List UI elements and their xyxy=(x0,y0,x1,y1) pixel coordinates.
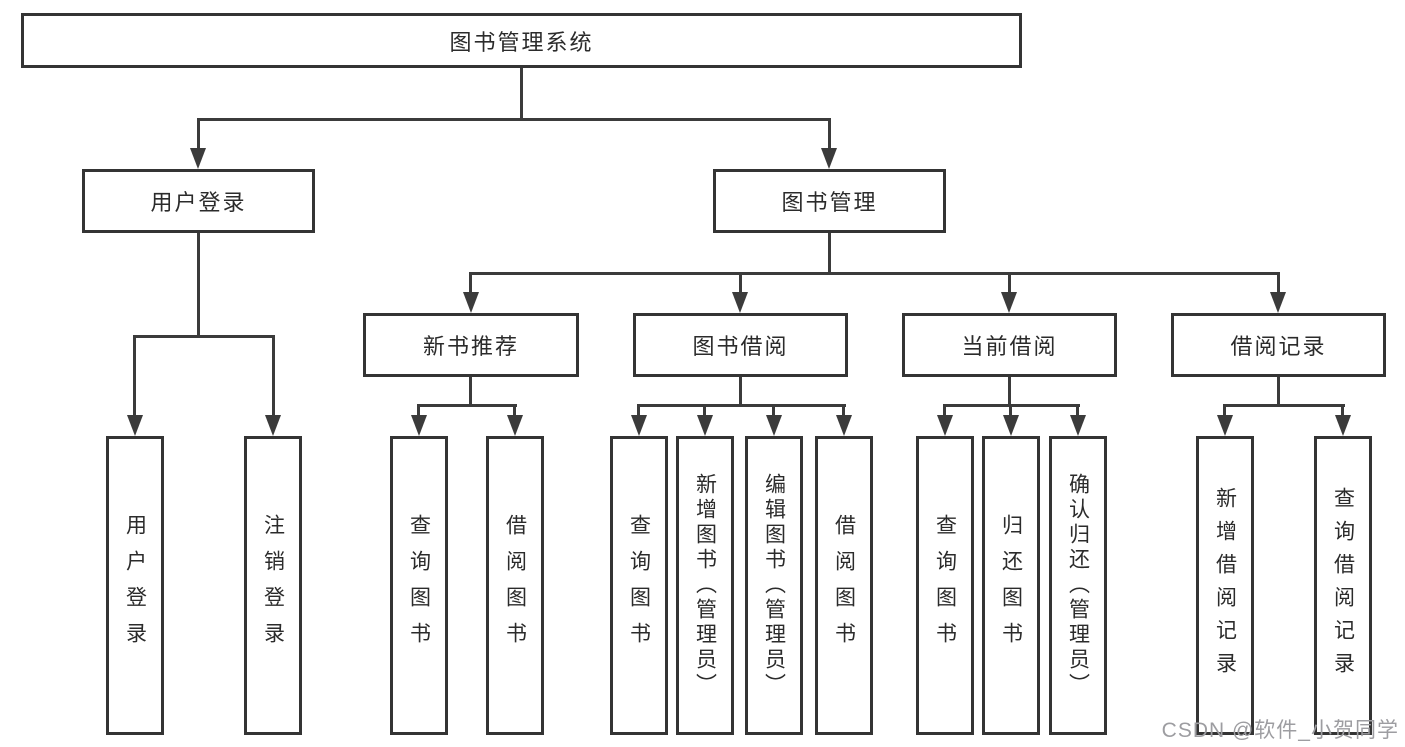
leaf-add-book-admin-label: 新增图书（管理员） xyxy=(693,473,717,698)
connector-drop-book-management xyxy=(828,118,831,151)
leaf-add-book-admin: 新增图书（管理员） xyxy=(676,436,734,735)
arrow-down-icon xyxy=(1070,415,1086,436)
connector-drop-leaf-user-login xyxy=(133,335,136,417)
connector-g4-drop1 xyxy=(1223,404,1226,418)
connector-user-login-hline xyxy=(134,335,275,338)
node-new-book-recommend: 新书推荐 xyxy=(363,313,579,377)
arrow-down-icon xyxy=(190,148,206,169)
node-user-login-label: 用户登录 xyxy=(150,190,247,215)
node-new-book-recommend-label: 新书推荐 xyxy=(422,334,519,359)
arrow-down-icon xyxy=(1001,292,1017,313)
arrow-down-icon xyxy=(836,415,852,436)
connector-g4-hline xyxy=(1223,404,1345,407)
node-borrow-records-label: 借阅记录 xyxy=(1230,334,1327,359)
leaf-borrow-books-1-label: 借阅图书 xyxy=(503,513,527,658)
connector-root-stem xyxy=(520,68,523,120)
node-book-borrow: 图书借阅 xyxy=(633,313,848,377)
connector-root-hline xyxy=(197,118,830,121)
node-book-management: 图书管理 xyxy=(713,169,946,233)
leaf-add-borrow-record-label: 新增借阅记录 xyxy=(1213,486,1237,685)
connector-g3-stem xyxy=(1008,377,1011,406)
leaf-add-borrow-record: 新增借阅记录 xyxy=(1196,436,1254,735)
arrow-down-icon xyxy=(1270,292,1286,313)
leaf-logout-label: 注销登录 xyxy=(261,513,285,658)
leaf-query-books-3-label: 查询图书 xyxy=(933,513,957,658)
node-borrow-records: 借阅记录 xyxy=(1171,313,1386,377)
connector-drop-user-login xyxy=(197,118,200,151)
arrow-down-icon xyxy=(411,415,427,436)
leaf-confirm-return-admin: 确认归还（管理员） xyxy=(1049,436,1107,735)
connector-g2-stem xyxy=(739,377,742,406)
leaf-borrow-books-2-label: 借阅图书 xyxy=(832,513,856,658)
connector-g2-hline xyxy=(637,404,846,407)
leaf-borrow-books-2: 借阅图书 xyxy=(815,436,873,735)
leaf-query-borrow-record: 查询借阅记录 xyxy=(1314,436,1372,735)
node-user-login: 用户登录 xyxy=(82,169,315,233)
leaf-query-books-3: 查询图书 xyxy=(916,436,974,735)
connector-g4-drop2 xyxy=(1341,404,1344,418)
arrow-down-icon xyxy=(697,415,713,436)
leaf-edit-book-admin-label: 编辑图书（管理员） xyxy=(762,473,786,698)
node-root: 图书管理系统 xyxy=(21,13,1022,68)
leaf-query-books-2: 查询图书 xyxy=(610,436,668,735)
leaf-user-login: 用户登录 xyxy=(106,436,164,735)
connector-g3-drop3 xyxy=(1076,404,1079,418)
arrow-down-icon xyxy=(732,292,748,313)
connector-book-management-hline xyxy=(470,272,1280,275)
leaf-return-book-label: 归还图书 xyxy=(999,513,1023,658)
connector-drop-borrow-records xyxy=(1277,272,1280,295)
arrow-down-icon xyxy=(507,415,523,436)
leaf-query-borrow-record-label: 查询借阅记录 xyxy=(1331,486,1355,685)
arrow-down-icon xyxy=(265,415,281,436)
arrow-down-icon xyxy=(463,292,479,313)
arrow-down-icon xyxy=(766,415,782,436)
connector-drop-new-book xyxy=(469,272,472,295)
connector-user-login-stem xyxy=(197,233,200,336)
leaf-user-login-label: 用户登录 xyxy=(123,513,147,658)
connector-book-management-stem xyxy=(828,233,831,274)
connector-g1-stem xyxy=(469,377,472,406)
leaf-edit-book-admin: 编辑图书（管理员） xyxy=(745,436,803,735)
connector-drop-book-borrow xyxy=(739,272,742,295)
connector-g3-drop1 xyxy=(943,404,946,418)
arrow-down-icon xyxy=(1335,415,1351,436)
node-book-borrow-label: 图书借阅 xyxy=(692,334,789,359)
arrow-down-icon xyxy=(821,148,837,169)
arrow-down-icon xyxy=(937,415,953,436)
connector-g1-drop1 xyxy=(417,404,420,418)
leaf-confirm-return-admin-label: 确认归还（管理员） xyxy=(1066,473,1090,698)
connector-g4-stem xyxy=(1277,377,1280,406)
connector-g3-drop2 xyxy=(1009,404,1012,418)
connector-g2-drop2 xyxy=(703,404,706,418)
connector-g2-drop4 xyxy=(842,404,845,418)
leaf-borrow-books-1: 借阅图书 xyxy=(486,436,544,735)
arrow-down-icon xyxy=(1003,415,1019,436)
connector-g2-drop1 xyxy=(637,404,640,418)
connector-drop-current-borrow xyxy=(1008,272,1011,295)
arrow-down-icon xyxy=(1217,415,1233,436)
leaf-return-book: 归还图书 xyxy=(982,436,1040,735)
node-root-label: 图书管理系统 xyxy=(449,29,594,55)
arrow-down-icon xyxy=(127,415,143,436)
connector-g1-hline xyxy=(417,404,517,407)
csdn-watermark: CSDN @软件_小贺同学 xyxy=(1161,719,1399,742)
connector-drop-leaf-logout xyxy=(272,335,275,417)
leaf-query-books-1: 查询图书 xyxy=(390,436,448,735)
node-current-borrow-label: 当前借阅 xyxy=(961,334,1058,359)
node-current-borrow: 当前借阅 xyxy=(902,313,1117,377)
arrow-down-icon xyxy=(631,415,647,436)
connector-g2-drop3 xyxy=(772,404,775,418)
leaf-query-books-1-label: 查询图书 xyxy=(407,513,431,658)
leaf-query-books-2-label: 查询图书 xyxy=(627,513,651,658)
connector-g1-drop2 xyxy=(513,404,516,418)
leaf-logout: 注销登录 xyxy=(244,436,302,735)
node-book-management-label: 图书管理 xyxy=(781,190,878,215)
